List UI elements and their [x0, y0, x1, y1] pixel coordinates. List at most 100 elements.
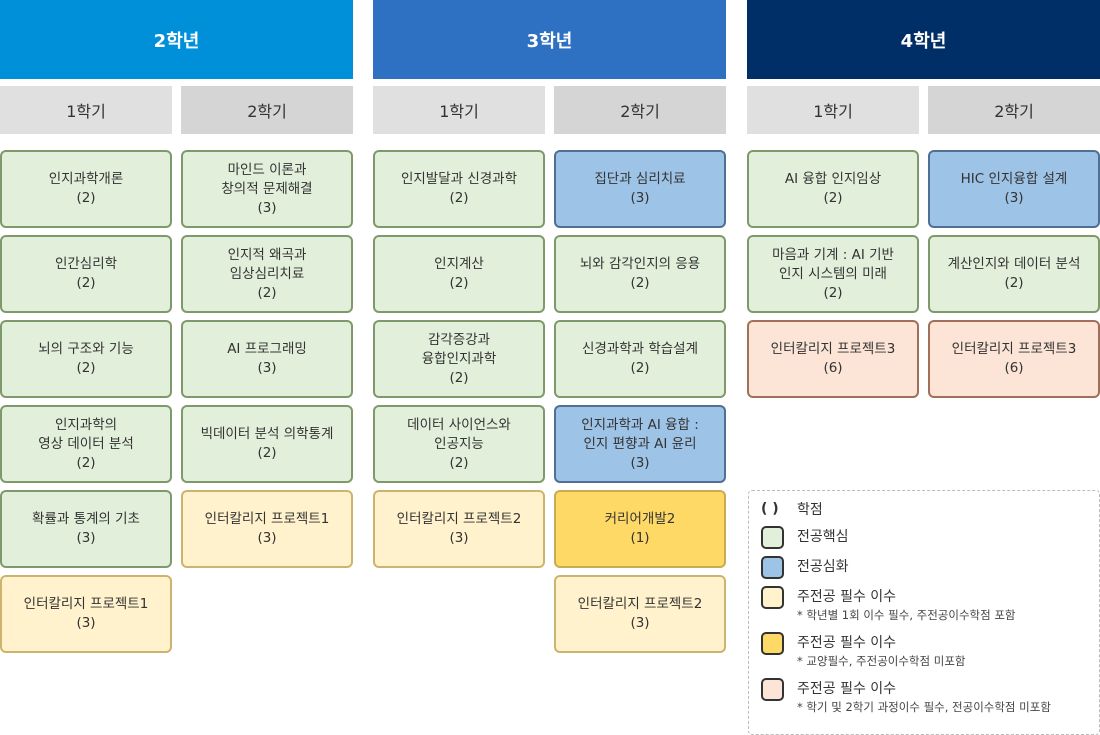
- semester-header: 2학기: [928, 86, 1100, 134]
- course-credit: (2): [257, 445, 277, 461]
- course-credit: (3): [257, 530, 277, 546]
- course-credit: (2): [823, 190, 843, 206]
- course-card[interactable]: AI 융합 인지임상 (2): [747, 150, 919, 228]
- legend-credit: ( ) 학점: [761, 501, 1087, 519]
- course-credit: (2): [449, 454, 469, 471]
- course-credit: (2): [449, 275, 469, 291]
- course-name: 집단과 심리치료: [594, 171, 686, 187]
- course-card[interactable]: 인지과학과 AI 융합 : 인지 편향과 AI 윤리 (3): [554, 405, 726, 483]
- course-name: 확률과 통계의 기초: [32, 511, 140, 527]
- course-credit: (3): [76, 530, 96, 546]
- course-credit: (3): [630, 454, 650, 471]
- course-card[interactable]: 인터칼리지 프로젝트2 (3): [554, 575, 726, 653]
- course-card[interactable]: 인터칼리지 프로젝트2 (3): [373, 490, 545, 568]
- course-card[interactable]: 인지과학개론 (2): [0, 150, 172, 228]
- course-card[interactable]: 인지과학의 영상 데이터 분석 (2): [0, 405, 172, 483]
- legend-text: 전공심화: [797, 556, 849, 578]
- course-card[interactable]: 인지적 왜곡과 임상심리치료 (2): [181, 235, 353, 313]
- course-card[interactable]: 마음과 기계 : AI 기반 인지 시스템의 미래(2): [747, 235, 919, 313]
- course-name: 인터칼리지 프로젝트2: [396, 511, 522, 527]
- course-credit: (6): [1004, 360, 1024, 376]
- course-card[interactable]: 인터칼리지 프로젝트1(3): [0, 575, 172, 653]
- course-card[interactable]: 인터칼리지 프로젝트3(6): [747, 320, 919, 398]
- semester-header: 1학기: [373, 86, 545, 134]
- course-card[interactable]: 뇌의 구조와 기능(2): [0, 320, 172, 398]
- course-name: 인지과학의 영상 데이터 분석: [38, 416, 134, 452]
- legend-swatch-req3: [761, 678, 784, 701]
- course-card[interactable]: AI 프로그래밍 (3): [181, 320, 353, 398]
- course-name: 마인드 이론과 창의적 문제해결: [221, 161, 313, 197]
- legend-item: 주전공 필수 이수 * 학기 및 2학기 과정이수 필수, 전공이수학점 미포함: [761, 678, 1087, 715]
- course-card[interactable]: HIC 인지융합 설계(3): [928, 150, 1100, 228]
- course-card[interactable]: 마인드 이론과 창의적 문제해결 (3): [181, 150, 353, 228]
- course-credit: (2): [823, 284, 843, 301]
- legend-swatch-req1: [761, 586, 784, 609]
- legend-label: 주전공 필수 이수: [797, 589, 897, 605]
- course-credit: (3): [257, 360, 277, 376]
- semester-header: 2학기: [554, 86, 726, 134]
- course-credit: (1): [630, 530, 650, 546]
- course-credit: (2): [257, 284, 277, 301]
- legend-label: 주전공 필수 이수: [797, 681, 897, 697]
- semester-header: 1학기: [0, 86, 172, 134]
- course-name: 인지적 왜곡과 임상심리치료: [227, 246, 307, 282]
- course-card[interactable]: 인지계산(2): [373, 235, 545, 313]
- course-credit: (2): [76, 454, 96, 471]
- course-name: 감각증강과 융합인지과학: [421, 331, 497, 367]
- course-credit: (3): [449, 530, 469, 546]
- course-name: 빅데이터 분석 의학통계: [200, 426, 334, 442]
- course-name: 계산인지와 데이터 분석: [947, 256, 1081, 272]
- year-header: 4학년: [747, 0, 1100, 79]
- legend-item: 전공핵심: [761, 526, 1087, 549]
- legend-note: * 교양필수, 주전공이수학점 미포함: [797, 654, 966, 668]
- legend-text: 주전공 필수 이수* 교양필수, 주전공이수학점 미포함: [797, 632, 966, 669]
- course-name: 인터칼리지 프로젝트1: [23, 596, 149, 612]
- course-name: 인터칼리지 프로젝트1: [204, 511, 330, 527]
- course-card[interactable]: 인간심리학 (2): [0, 235, 172, 313]
- legend-note: * 학기 및 2학기 과정이수 필수, 전공이수학점 미포함: [797, 700, 1051, 714]
- course-card[interactable]: 뇌와 감각인지의 응용 (2): [554, 235, 726, 313]
- course-card[interactable]: 인터칼리지 프로젝트1 (3): [181, 490, 353, 568]
- legend-item: 주전공 필수 이수* 학년별 1회 이수 필수, 주전공이수학점 포함: [761, 586, 1087, 623]
- course-card[interactable]: 인터칼리지 프로젝트3 (6): [928, 320, 1100, 398]
- course-credit: (6): [823, 360, 843, 376]
- course-credit: (2): [630, 360, 650, 376]
- legend-swatch-adv: [761, 556, 784, 579]
- legend-item: 전공심화: [761, 556, 1087, 579]
- legend-text: 전공핵심: [797, 526, 849, 548]
- course-name: 인터칼리지 프로젝트3: [951, 341, 1077, 357]
- course-name: AI 융합 인지임상: [784, 171, 882, 187]
- course-card[interactable]: 계산인지와 데이터 분석(2): [928, 235, 1100, 313]
- course-credit: (2): [76, 360, 96, 376]
- legend-credit-label: 학점: [797, 502, 823, 518]
- course-name: 인터칼리지 프로젝트2: [577, 596, 703, 612]
- course-credit: (2): [76, 275, 96, 291]
- legend-label: 전공심화: [797, 559, 849, 575]
- course-credit: (2): [630, 275, 650, 291]
- course-card[interactable]: 신경과학과 학습설계 (2): [554, 320, 726, 398]
- legend-label: 전공핵심: [797, 529, 849, 545]
- course-card[interactable]: 확률과 통계의 기초 (3): [0, 490, 172, 568]
- course-card[interactable]: 빅데이터 분석 의학통계 (2): [181, 405, 353, 483]
- course-name: 신경과학과 학습설계: [581, 341, 699, 357]
- course-name: 인지과학과 AI 융합 : 인지 편향과 AI 윤리: [581, 416, 699, 452]
- course-name: HIC 인지융합 설계: [960, 171, 1068, 187]
- course-card[interactable]: 커리어개발2(1): [554, 490, 726, 568]
- course-credit: (3): [630, 615, 650, 631]
- legend-paren: ( ): [761, 501, 779, 517]
- course-name: 인간심리학: [54, 256, 118, 272]
- course-name: 뇌와 감각인지의 응용: [579, 256, 701, 272]
- course-card[interactable]: 감각증강과 융합인지과학 (2): [373, 320, 545, 398]
- course-credit: (2): [449, 369, 469, 386]
- course-card[interactable]: 집단과 심리치료(3): [554, 150, 726, 228]
- course-card[interactable]: 인지발달과 신경과학(2): [373, 150, 545, 228]
- course-name: 인지과학개론: [48, 171, 124, 187]
- legend-swatch-req2: [761, 632, 784, 655]
- legend-text: 주전공 필수 이수* 학년별 1회 이수 필수, 주전공이수학점 포함: [797, 586, 1016, 623]
- course-card[interactable]: 데이터 사이언스와 인공지능(2): [373, 405, 545, 483]
- course-name: AI 프로그래밍: [227, 341, 307, 357]
- course-credit: (2): [76, 190, 96, 206]
- course-credit: (2): [449, 190, 469, 206]
- course-credit: (3): [257, 199, 277, 216]
